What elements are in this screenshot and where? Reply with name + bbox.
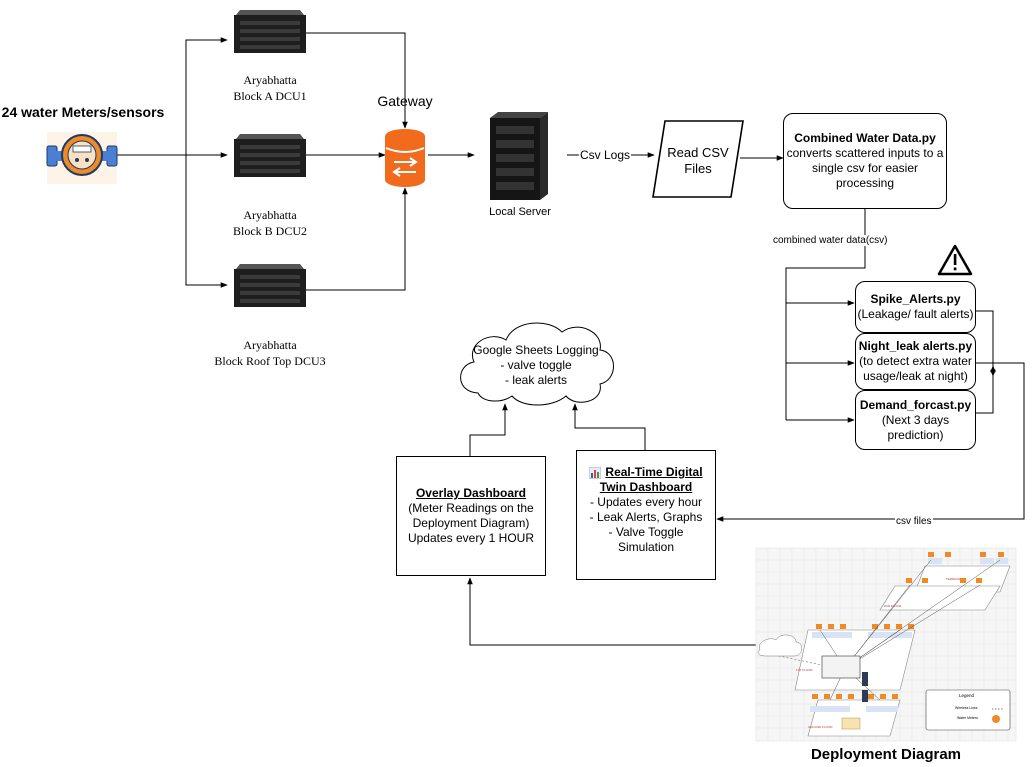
edge-sensor-dcu1 bbox=[185, 37, 228, 155]
read-csv-shape bbox=[652, 120, 744, 198]
edge-csv-files bbox=[716, 362, 1025, 522]
cloud-title: Google Sheets Logging bbox=[473, 343, 599, 357]
floor-label-1st: 1ST FLOOR bbox=[796, 668, 813, 672]
edge-demand-out bbox=[976, 365, 996, 414]
dcu2-label: Aryabhatta Block B DCU2 bbox=[195, 207, 345, 239]
bar-chart-icon bbox=[589, 466, 602, 479]
combined-line2: single csv for easier bbox=[811, 161, 919, 175]
server-rack-icon bbox=[234, 264, 306, 307]
demand-line1: (Next 3 days bbox=[881, 412, 950, 427]
twin-line2: - Leak Alerts, Graphs bbox=[589, 510, 703, 524]
sensors-label: 24 water Meters/sensors bbox=[1, 104, 165, 120]
local-server-icon bbox=[490, 112, 548, 200]
twin-line1: - Updates every hour bbox=[589, 495, 703, 509]
combined-water-data-box: Combined Water Data.py converts scattere… bbox=[783, 113, 947, 209]
night-leak-box: Night_leak alerts.py (to detect extra wa… bbox=[855, 333, 976, 390]
edge-overlay-cloud bbox=[469, 403, 508, 456]
read-csv-line2: Files bbox=[684, 161, 712, 176]
digital-twin-dashboard-box: Real-Time Digital Twin Dashboard - Updat… bbox=[576, 450, 716, 580]
edge-dcu1-gateway bbox=[306, 32, 408, 129]
floor-label-2nd: 2ND FLOOR bbox=[884, 604, 902, 608]
local-server-label: Local Server bbox=[489, 206, 551, 218]
legend-meters: Water Meters bbox=[957, 716, 978, 720]
cloud-line2: - leak alerts bbox=[504, 373, 568, 387]
spike-title: Spike_Alerts.py bbox=[870, 292, 961, 306]
overlay-title: Overlay Dashboard bbox=[415, 486, 527, 500]
dcu3-label: Aryabhatta Block Roof Top DCU3 bbox=[185, 337, 355, 369]
demand-forecast-box: Demand_forcast.py (Next 3 days predictio… bbox=[855, 390, 976, 450]
combined-title: Combined Water Data.py bbox=[794, 131, 936, 145]
night-line2: usage/leak at night) bbox=[863, 369, 968, 383]
read-csv-text: Read CSV Files bbox=[656, 145, 740, 177]
overlay-line2: Deployment Diagram) bbox=[412, 516, 530, 530]
combined-line3: processing bbox=[835, 176, 895, 190]
dcu3-label-line2: Block Roof Top DCU3 bbox=[214, 354, 326, 368]
deployment-diagram-thumbnail bbox=[755, 547, 1017, 742]
edge-deploy-overlay bbox=[467, 577, 756, 646]
cloud-shape bbox=[460, 322, 614, 406]
twin-line4: Simulation bbox=[617, 540, 675, 554]
floor-label-ground: GROUND FLOOR bbox=[808, 725, 833, 729]
read-csv-line1: Read CSV bbox=[667, 145, 729, 160]
demand-title: Demand_forcast.py bbox=[859, 397, 972, 412]
dcu1-label-line2: Block A DCU1 bbox=[233, 89, 307, 103]
legend-title: Legend bbox=[959, 693, 975, 698]
combined-csv-label: combined water data(csv) bbox=[772, 235, 889, 246]
spike-alerts-box: Spike_Alerts.py (Leakage/ fault alerts) bbox=[855, 281, 976, 333]
server-rack-icon bbox=[234, 10, 306, 53]
gateway-label: Gateway bbox=[377, 93, 433, 109]
edge-sensor-dcu3 bbox=[185, 155, 228, 288]
edge-spike-out bbox=[976, 310, 996, 377]
dcu1-label: Aryabhatta Block A DCU1 bbox=[195, 72, 345, 104]
overlay-line1: (Meter Readings on the bbox=[408, 501, 534, 515]
demand-line2: prediction) bbox=[887, 427, 944, 442]
twin-line3: - Valve Toggle bbox=[608, 525, 684, 539]
gateway-database-icon bbox=[385, 129, 425, 187]
night-title: Night_leak alerts.py bbox=[858, 339, 973, 353]
warning-triangle-icon bbox=[937, 244, 973, 276]
legend-wireless: Wireless Links bbox=[955, 706, 978, 710]
night-line1: (to detect extra water bbox=[859, 354, 972, 368]
floor-label-terrace: TERRACE bbox=[946, 577, 961, 581]
overlay-line3: Updates every 1 HOUR bbox=[407, 531, 535, 545]
overlay-dashboard-box: Overlay Dashboard (Meter Readings on the… bbox=[396, 456, 546, 576]
twin-title1: Real-Time Digital bbox=[605, 465, 703, 479]
dcu3-label-line1: Aryabhatta bbox=[243, 338, 297, 352]
combined-line1: converts scattered inputs to a bbox=[786, 146, 944, 160]
cloud-line1: - valve toggle bbox=[500, 358, 572, 372]
edge-twin-cloud bbox=[572, 403, 646, 450]
dcu1-label-line1: Aryabhatta bbox=[243, 73, 297, 87]
csv-logs-label: Csv Logs bbox=[579, 148, 632, 162]
deployment-diagram-caption: Deployment Diagram bbox=[810, 746, 962, 763]
edge-dcu3-gateway bbox=[306, 187, 408, 291]
csv-files-label: csv files bbox=[895, 516, 933, 527]
spike-line1: (Leakage/ fault alerts) bbox=[857, 307, 974, 321]
water-meter-icon bbox=[46, 132, 118, 184]
server-rack-icon bbox=[234, 134, 306, 177]
twin-title2: Twin Dashboard bbox=[599, 480, 693, 494]
dcu2-label-line2: Block B DCU2 bbox=[232, 224, 307, 238]
google-sheets-cloud-text: Google Sheets Logging - valve toggle - l… bbox=[466, 343, 606, 388]
dcu2-label-line1: Aryabhatta bbox=[243, 208, 297, 222]
